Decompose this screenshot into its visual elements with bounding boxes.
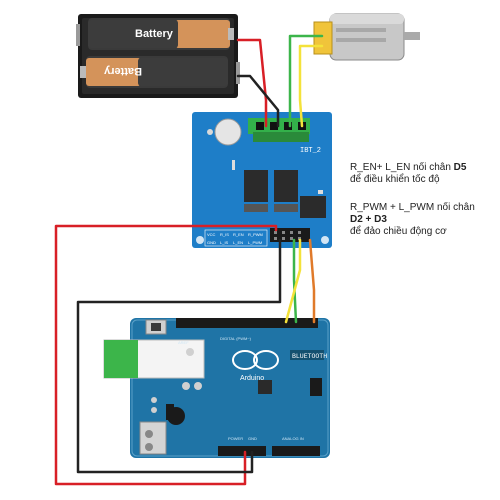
power-header-label: POWER: [228, 436, 243, 441]
note-pwm-line2: D2 + D3: [350, 214, 498, 226]
driver-ic: [300, 196, 326, 218]
digital-header: [176, 318, 318, 328]
wire-enable: [292, 238, 298, 324]
pin-label-vcc: VCC: [207, 232, 216, 237]
wire-battery-positive: [236, 38, 268, 128]
note-enable: R_EN+ L_EN nối chân D5 để điều khiển tốc…: [350, 162, 498, 186]
pin-label-r-is: R_IS: [220, 232, 229, 237]
digital-header-label: DIGITAL (PWM~): [220, 336, 252, 341]
note-enable-text: R_EN+ L_EN nối chân: [350, 162, 454, 173]
pin-label-gnd: GND: [207, 240, 216, 245]
wire-motor-a: [288, 34, 324, 128]
usb-chip: [258, 380, 272, 394]
pin-label-r-pwm: R_PWM: [248, 232, 263, 237]
arduino-logo: Arduino: [232, 350, 279, 382]
battery-cell-top: Battery: [88, 18, 234, 50]
arduino-brand: Arduino: [240, 375, 264, 382]
wire-pwm-d3: [284, 238, 302, 324]
note-pwm: R_PWM + L_PWM nối chân D2 + D3 để đảo ch…: [350, 202, 498, 238]
battery-label-bottom: Battery: [103, 65, 142, 77]
wire-battery-negative: [236, 74, 280, 128]
wire-gnd: [76, 238, 282, 474]
battery-holder: Battery Battery: [76, 14, 240, 98]
power-header: [218, 446, 266, 456]
analog-header: [272, 446, 320, 456]
note-pwm-line3: để đảo chiều động cơ: [350, 226, 447, 237]
dc-motor: [313, 13, 420, 61]
icsp-header: [310, 378, 322, 396]
analog-header-label: ANALOG IN: [282, 436, 304, 441]
battery-cell-bottom: Battery: [80, 56, 228, 88]
pin-label-r-en: R_EN: [233, 232, 244, 237]
pin-label-l-pwm: L_PWM: [248, 240, 262, 245]
note-pwm-line1: R_PWM + L_PWM nối chân: [350, 202, 475, 213]
bt-antenna: [104, 340, 138, 378]
bluetooth-label-bg: [290, 350, 324, 360]
wires: [54, 34, 324, 486]
ibt2-driver-board: IBT_2 VCC R_IS R_EN R_PWM GND L_IS L_EN …: [192, 112, 332, 248]
note-enable-line2: để điều khiển tốc độ: [350, 174, 440, 185]
battery-contact: [236, 62, 240, 84]
note-enable-line1: R_EN+ L_EN nối chân D5: [350, 162, 498, 174]
wire-motor-b: [298, 44, 324, 128]
capacitor: [214, 118, 242, 146]
bluetooth-label: BLUETOOTH: [292, 353, 327, 360]
pin-label-l-en: L_EN: [233, 240, 243, 245]
arduino-board: DIGITAL (PWM~) Arduino BLUETOOTH: [103, 318, 330, 458]
wire-pwm-d2: [308, 238, 316, 324]
note-enable-pin: D5: [453, 162, 467, 173]
aref-label: AREF: [178, 340, 189, 345]
mosfet-chip: [274, 170, 298, 202]
battery-label-top: Battery: [135, 28, 174, 40]
wire-vcc: [54, 224, 278, 486]
power-jack: [139, 421, 167, 455]
note-pwm-pins: D2 + D3: [350, 214, 387, 225]
gnd-label: GND: [248, 436, 257, 441]
mosfet-chip: [244, 170, 268, 202]
driver-model-label: IBT_2: [300, 147, 321, 155]
pin-label-l-is: L_IS: [220, 240, 229, 245]
battery-contact: [76, 24, 80, 46]
